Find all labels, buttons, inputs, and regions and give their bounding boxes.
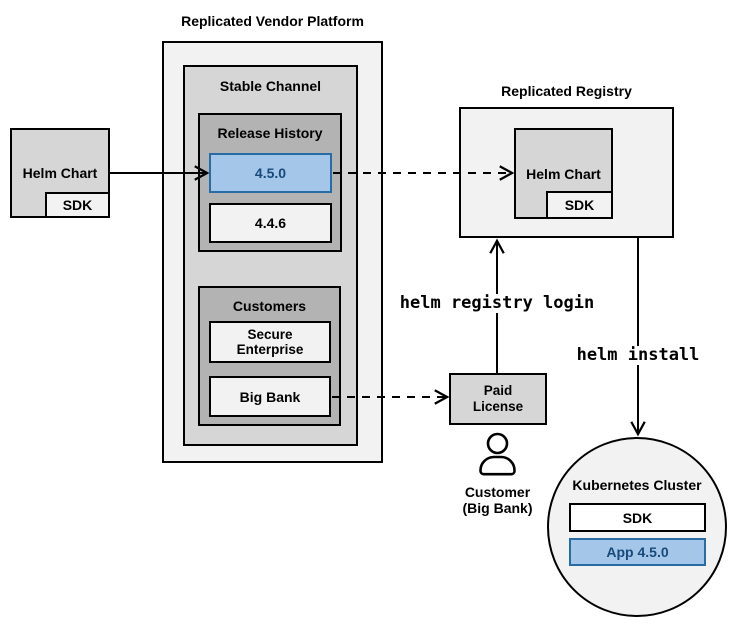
paid-license-box: Paid License — [449, 373, 547, 425]
cluster-sdk-label: SDK — [622, 509, 653, 526]
paid-license-label: Paid License — [472, 383, 524, 414]
version-label-450: 4.5.0 — [254, 165, 287, 181]
kubernetes-cluster-title: Kubernetes Cluster — [572, 477, 702, 493]
registry-helm-chart-label: Helm Chart — [526, 165, 601, 182]
customer-box-secure-enterprise: Secure Enterprise — [209, 321, 331, 363]
customer-caption: Customer (Big Bank) — [447, 484, 548, 516]
registry-sdk-label: SDK — [564, 197, 595, 213]
command-label-registry-login: helm registry login — [395, 294, 599, 313]
version-box-450: 4.5.0 — [209, 153, 332, 193]
registry-title: Replicated Registry — [501, 83, 632, 99]
cluster-sdk-box: SDK — [569, 503, 706, 532]
source-helm-chart-label: Helm Chart — [22, 165, 98, 181]
version-box-446: 4.4.6 — [209, 203, 332, 243]
vendor-platform-title: Replicated Vendor Platform — [181, 13, 364, 29]
customer-box-big-bank: Big Bank — [209, 376, 331, 417]
version-label-446: 4.4.6 — [254, 215, 287, 231]
cluster-app-label: App 4.5.0 — [606, 544, 669, 560]
customer-label-secure-enterprise: Secure Enterprise — [236, 327, 304, 357]
release-history-label: Release History — [217, 125, 323, 141]
stable-channel-label: Stable Channel — [219, 78, 322, 94]
customer-label-big-bank: Big Bank — [239, 388, 301, 405]
command-label-helm-install: helm install — [572, 346, 704, 365]
cluster-app-box: App 4.5.0 — [569, 538, 706, 566]
source-sdk-box: SDK — [45, 192, 110, 218]
registry-sdk-box: SDK — [546, 191, 613, 219]
source-sdk-label: SDK — [62, 197, 93, 213]
user-icon — [479, 432, 516, 476]
customer-caption-label: Customer (Big Bank) — [462, 484, 533, 516]
customers-label: Customers — [232, 298, 307, 314]
